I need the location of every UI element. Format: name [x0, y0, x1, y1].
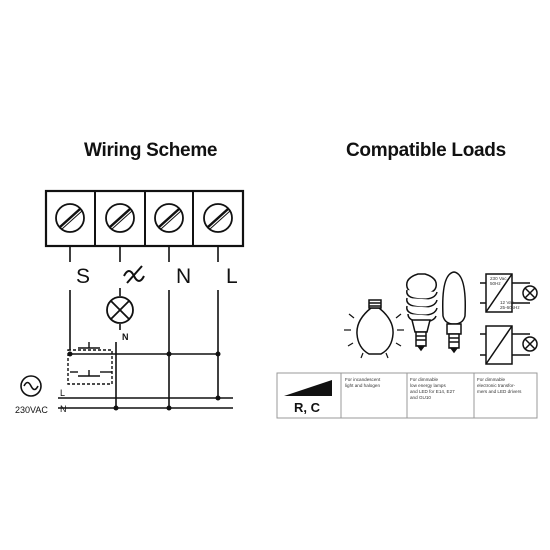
ac-source-icon [20, 375, 42, 397]
col2-line-1: For dimmable [410, 377, 439, 382]
col3-line-1: For dimmable [477, 377, 506, 382]
screw-icon [154, 203, 184, 233]
rc-label: R, C [294, 400, 321, 415]
terminal-label-l: L [226, 265, 238, 288]
supply-voltage: 230VAC [15, 405, 48, 415]
col2-line-4: and GU10 [410, 395, 431, 400]
wiring-scheme-title: Wiring Scheme [84, 140, 218, 161]
loads-table [276, 372, 538, 419]
col1-line-2: light and halogen [345, 383, 380, 388]
transformer-top-out-label-2: 25-60kHz [500, 305, 520, 310]
screw-icon [203, 203, 233, 233]
col3-line-3: mers and LED drivers [477, 389, 522, 394]
junction-dots [67, 351, 221, 411]
screw-icon [105, 203, 135, 233]
led-bulb-icon [441, 271, 467, 354]
transformer-top-out-label-1: 12 Vac [500, 300, 515, 305]
dimmer-symbol-icon [123, 265, 145, 284]
terminal-label-s: S [76, 265, 90, 288]
cfl-bulb-icon [405, 273, 438, 352]
transformer-top-in-label-1: 230 Vac [490, 276, 507, 281]
terminal-block [44, 189, 245, 248]
col2-line-3: and LED for E14, E27 [410, 389, 455, 394]
col2-line-2: low energy lamps [410, 383, 446, 388]
terminal-label-n: N [176, 265, 191, 288]
transformer-top-icon [480, 273, 538, 313]
col1-line-1: For incandescent [345, 377, 381, 382]
supply-n-label: N [60, 404, 67, 414]
screw-icon [55, 203, 85, 233]
col3-line-2: electronic transfor- [477, 383, 516, 388]
wires [58, 246, 233, 409]
lamp-neutral-label: N [122, 332, 129, 342]
lamp-icon [106, 296, 134, 324]
push-button-icon [67, 342, 113, 385]
incandescent-bulb-icon [344, 299, 404, 359]
transformer-top-in-label-2: 50Hz [490, 281, 501, 286]
supply-l-label: L [60, 388, 65, 398]
transformer-bottom-icon [480, 325, 538, 365]
compatible-loads-title: Compatible Loads [346, 140, 506, 161]
rc-wedge-icon [284, 380, 332, 396]
